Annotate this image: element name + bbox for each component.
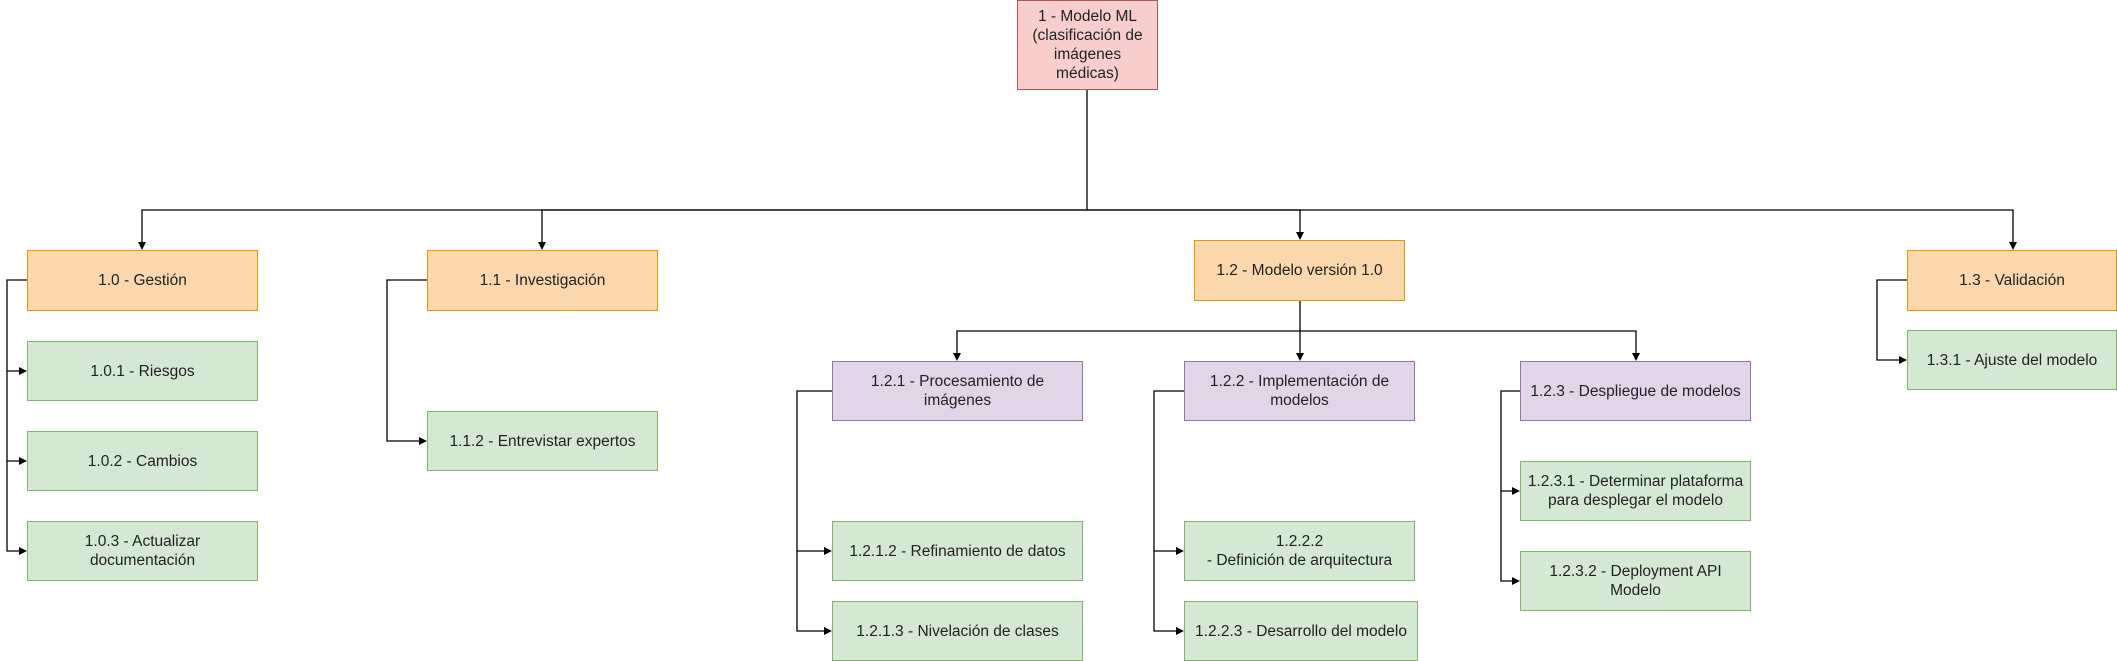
node-1-3-validacion[interactable]: 1.3 - Validación [1907,250,2117,311]
arrowhead [538,242,546,250]
node-1-2-3-despliegue-modelos[interactable]: 1.2.3 - Despliegue de modelos [1520,361,1751,421]
node-1-modelo-ml[interactable]: 1 - Modelo ML (clasificación de imágenes… [1017,0,1158,90]
arrowhead [824,547,832,555]
edge-1-0-to-1-0-1 [6,279,27,372]
node-1-3-1-ajuste-modelo[interactable]: 1.3.1 - Ajuste del modelo [1907,330,2117,390]
arrowhead [953,353,961,361]
node-1-2-3-2-deployment-api[interactable]: 1.2.3.2 - Deployment API Modelo [1520,551,1751,611]
node-1-2-2-3-desarrollo-modelo[interactable]: 1.2.2.3 - Desarrollo del modelo [1184,601,1418,661]
node-1-2-2-2-definicion-arquitectura[interactable]: 1.2.2.2 - Definición de arquitectura [1184,521,1415,581]
edge-1-1-to-1-1-2 [386,279,427,442]
node-1-2-1-3-nivelacion-clases[interactable]: 1.2.1.3 - Nivelación de clases [832,601,1083,661]
arrowhead [19,457,27,465]
arrowhead [1899,356,1907,364]
arrowhead [1512,487,1520,495]
arrowhead [19,367,27,375]
node-1-1-2-entrevistar-expertos[interactable]: 1.1.2 - Entrevistar expertos [427,411,658,471]
arrowhead [1176,627,1184,635]
arrowhead [1632,353,1640,361]
node-1-2-3-1-determinar-plataforma[interactable]: 1.2.3.1 - Determinar plataforma para des… [1520,461,1751,521]
node-1-0-1-riesgos[interactable]: 1.0.1 - Riesgos [27,341,258,401]
arrowhead [1176,547,1184,555]
arrowhead [1296,232,1304,240]
arrowhead [824,627,832,635]
edge-1-to-1-0 [141,90,1088,243]
edge-1-3-to-1-3-1 [1876,279,1907,361]
edge-1-0-to-1-0-2 [6,371,20,462]
edge-1-to-1-3 [1087,209,2014,243]
edge-1-2-to-1-2-1 [956,301,1301,354]
edge-1-2-2-to-1-2-2-3 [1153,551,1177,632]
node-1-1-investigacion[interactable]: 1.1 - Investigación [427,250,658,311]
node-1-0-gestion[interactable]: 1.0 - Gestión [27,250,258,311]
edge-1-2-3-to-1-2-3-1 [1500,390,1520,492]
arrowhead [19,547,27,555]
edge-1-2-2-to-1-2-2-2 [1153,390,1184,552]
edge-1-2-3-to-1-2-3-2 [1500,491,1513,582]
node-1-0-2-cambios[interactable]: 1.0.2 - Cambios [27,431,258,491]
edge-1-2-1-to-1-2-1-3 [796,551,825,632]
edge-1-to-1-1 [541,209,1087,243]
arrowhead [2009,242,2017,250]
node-1-2-2-implementacion-modelos[interactable]: 1.2.2 - Implementación de modelos [1184,361,1415,421]
arrowhead [138,242,146,250]
arrowhead [419,437,427,445]
arrowhead [1512,577,1520,585]
edge-1-2-1-to-1-2-1-2 [796,390,832,552]
edge-1-to-1-2 [1087,209,1301,233]
edge-1-2-to-1-2-3 [1300,330,1637,354]
node-1-2-1-procesamiento-imagenes[interactable]: 1.2.1 - Procesamiento de imágenes [832,361,1083,421]
node-1-2-modelo-version[interactable]: 1.2 - Modelo versión 1.0 [1194,240,1405,301]
node-1-0-3-actualizar-documentacion[interactable]: 1.0.3 - Actualizar documentación [27,521,258,581]
edge-1-0-to-1-0-3 [6,461,20,552]
arrowhead [1296,353,1304,361]
node-1-2-1-2-refinamiento-datos[interactable]: 1.2.1.2 - Refinamiento de datos [832,521,1083,581]
